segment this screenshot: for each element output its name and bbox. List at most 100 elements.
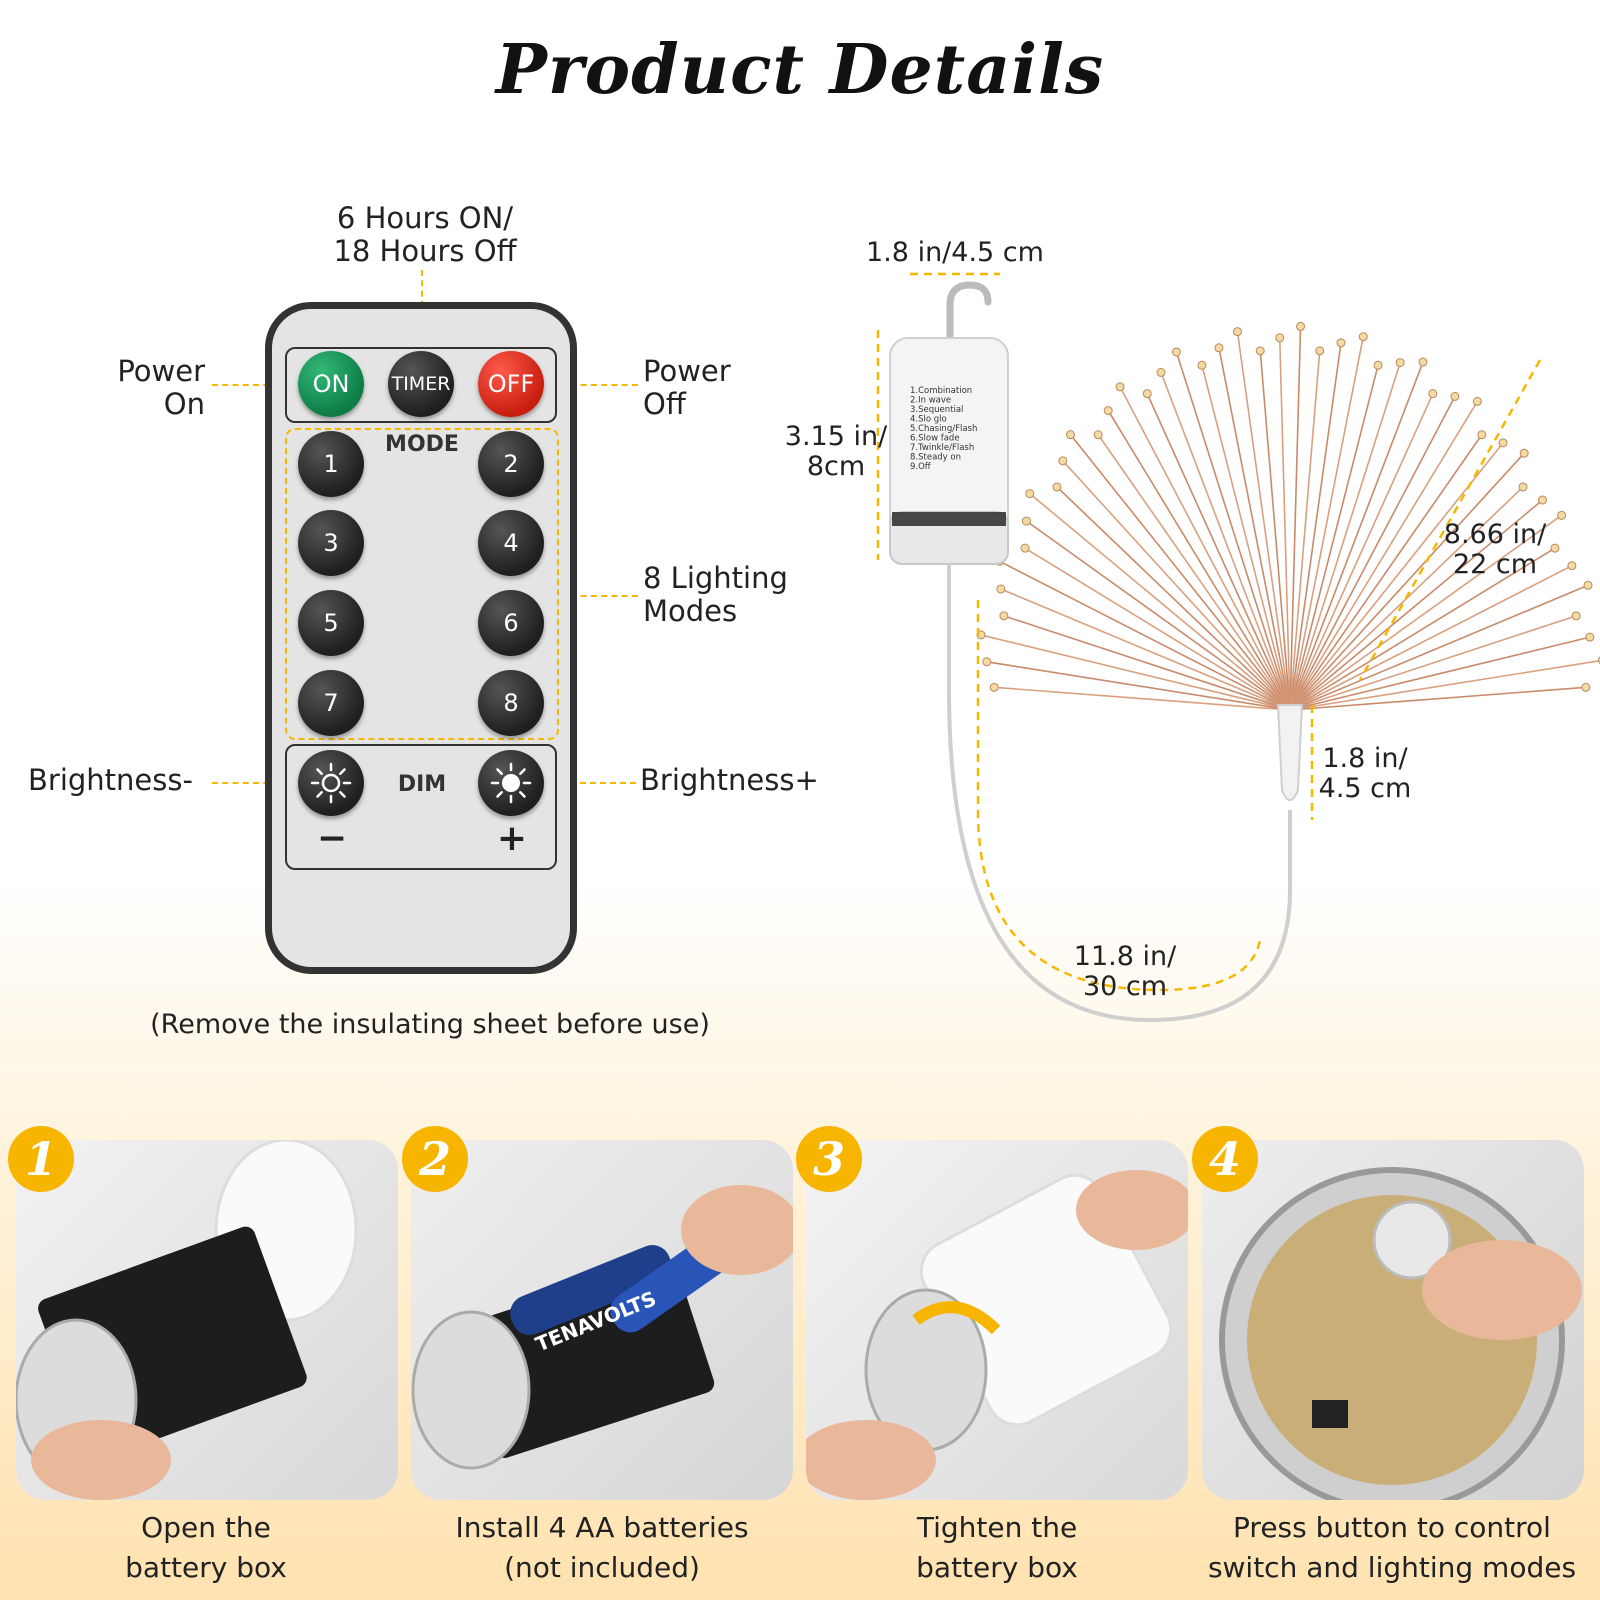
mode-3-button[interactable]: 3 (298, 510, 364, 576)
led-bulb (1450, 391, 1460, 401)
brightness-plus-leader-line (560, 782, 636, 784)
light-strand (1289, 361, 1424, 711)
light-strand (1289, 636, 1591, 711)
page-title: Product Details (495, 30, 1105, 110)
light-strand (1289, 396, 1456, 711)
step-4-caption-line-1: Press button to control (1233, 1511, 1551, 1544)
led-bulb (989, 682, 999, 692)
power-on-label-line-1: Power (117, 354, 205, 388)
step-1-caption-line-1: Open the (141, 1511, 271, 1544)
led-bulb (1557, 510, 1567, 520)
light-strand (1069, 434, 1291, 711)
step-1-caption: Open the battery box (6, 1508, 406, 1588)
led-bulb (1025, 489, 1035, 499)
power-on-label-line-2: On (163, 387, 205, 421)
brightness-minus-label: Brightness- (28, 763, 193, 797)
power-on-leader-line (212, 384, 300, 386)
box-height-label-line-1: 3.15 in/ (784, 421, 888, 452)
led-bulb (1583, 580, 1593, 590)
led-bulb (1373, 360, 1383, 370)
light-strand (1289, 686, 1586, 711)
dim-label: DIM (397, 772, 447, 797)
led-bulb (1255, 346, 1265, 356)
wire-length-label-line-1: 11.8 in/ (1073, 941, 1177, 972)
mode-1-button[interactable]: 1 (298, 431, 364, 497)
light-strand (1062, 460, 1291, 711)
mode-4-button[interactable]: 4 (478, 510, 544, 576)
led-bulb (1571, 611, 1581, 621)
plus-sign: + (496, 818, 528, 859)
light-strand (1289, 365, 1379, 711)
brightness-down-button[interactable] (298, 750, 364, 816)
light-strand (1289, 514, 1563, 711)
timer-button[interactable]: TIMER (388, 351, 454, 417)
control-button (1372, 1200, 1452, 1280)
step-3-illustration (806, 1170, 1188, 1500)
mode-2-button[interactable]: 2 (478, 431, 544, 497)
step-2-caption-line-2: (not included) (504, 1551, 700, 1584)
brightness-minus-leader-line (212, 782, 300, 784)
mode-5-button[interactable]: 5 (298, 590, 364, 656)
led-bulb (1058, 456, 1068, 466)
mode-7-button[interactable]: 7 (298, 670, 364, 736)
light-strand (986, 660, 1291, 711)
light-strand (1000, 588, 1291, 711)
light-strand (1289, 350, 1321, 711)
step-4-caption-line-2: switch and lighting modes (1207, 1551, 1577, 1584)
step-3-caption-line-2: battery box (916, 1551, 1078, 1584)
light-strand (980, 634, 1291, 711)
light-strand (1119, 386, 1291, 711)
light-strand (1289, 615, 1577, 711)
wire-length-label-line-2: 30 cm (1082, 971, 1168, 1002)
mode-button-group (285, 428, 559, 740)
step-4-caption: Press button to control switch and light… (1192, 1508, 1592, 1588)
box-mode-item: 3.Sequential (910, 405, 963, 415)
box-width-label: 1.8 in/4.5 cm (866, 237, 1044, 268)
light-strand (1029, 492, 1291, 711)
light-strand (1097, 434, 1291, 711)
box-mode-item: 4.Slo glo (910, 415, 947, 425)
led-bulb (1518, 482, 1528, 492)
led-bulb (1472, 396, 1482, 406)
led-bulb (1142, 389, 1152, 399)
hand (806, 1420, 936, 1500)
led-bulb (1550, 543, 1560, 553)
stem-length-label-line-1: 1.8 in/ (1322, 743, 1408, 774)
light-strand (994, 686, 1291, 711)
led-bulb (1232, 327, 1242, 337)
brightness-up-button[interactable] (478, 750, 544, 816)
modes-label-line-2: Modes (643, 594, 738, 628)
led-bulb (1021, 516, 1031, 526)
light-strand (1026, 520, 1291, 711)
on-button[interactable]: ON (298, 351, 364, 417)
mode-8-button[interactable]: 8 (478, 670, 544, 736)
power-off-leader-line (560, 384, 638, 386)
hand (31, 1420, 171, 1500)
light-strand (1289, 499, 1544, 711)
timer-label-line-2: 18 Hours Off (333, 234, 517, 268)
dim-button-group (285, 744, 557, 870)
light-strand (1289, 326, 1302, 711)
stem-length-label: 1.8 in/ 4.5 cm (1300, 744, 1430, 804)
led-bulb (999, 611, 1009, 621)
box-mode-item: 9.Off (910, 462, 932, 472)
led-bulb (1428, 389, 1438, 399)
power-on-label: Power On (60, 355, 205, 421)
off-button[interactable]: OFF (478, 351, 544, 417)
led-bulb (1395, 358, 1405, 368)
led-bulb (1519, 448, 1529, 458)
light-strands (976, 321, 1600, 711)
hand (681, 1185, 793, 1275)
modes-leader-line (560, 595, 638, 597)
light-strand (1289, 547, 1556, 711)
led-bulb (1336, 338, 1346, 348)
minus-sign: − (316, 818, 348, 859)
light-strand (999, 560, 1291, 711)
step-4-number-badge: 4 (1192, 1126, 1258, 1192)
power-cable (947, 564, 1292, 1023)
step-4-photo (1202, 1140, 1584, 1500)
step-3-number-badge: 3 (796, 1126, 862, 1192)
light-strand (1289, 342, 1342, 711)
mode-6-button[interactable]: 6 (478, 590, 544, 656)
